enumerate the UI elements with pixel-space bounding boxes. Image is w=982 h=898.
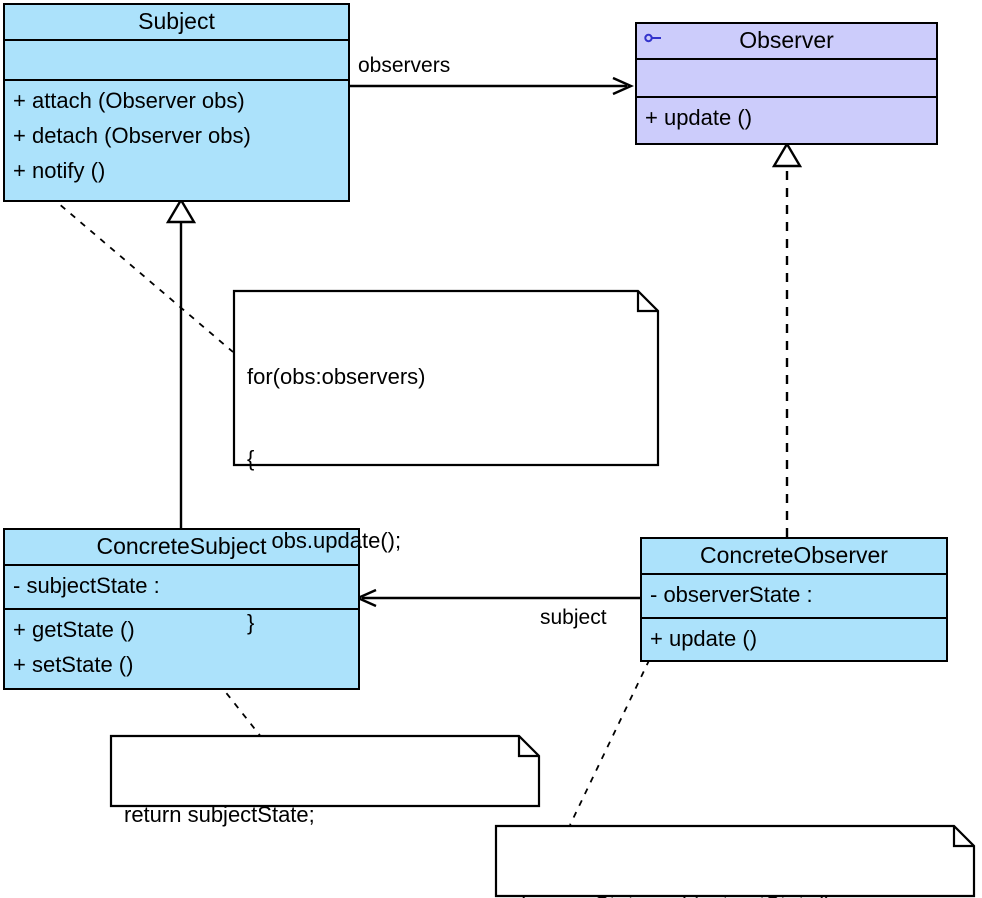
class-box-concreteobserver[interactable]: ConcreteObserver - observerState : + upd… bbox=[640, 537, 948, 662]
association-observers[interactable] bbox=[350, 76, 634, 96]
class-box-subject[interactable]: Subject + attach (Observer obs) + detach… bbox=[3, 3, 350, 202]
generalization-hollow-triangle bbox=[165, 197, 197, 224]
note-notify-text: for(obs:observers) { obs.update(); } bbox=[233, 290, 659, 686]
interface-lollipop-icon bbox=[644, 33, 661, 43]
class-box-observer[interactable]: Observer + update () bbox=[635, 22, 938, 145]
generalization-concretesubject-subject[interactable] bbox=[165, 197, 197, 528]
operations-compartment-concretesubject: + getState () + setState () bbox=[5, 610, 358, 687]
note-notify-line-3: obs.update(); bbox=[247, 528, 402, 553]
operation-update-concreteobserver[interactable]: + update () bbox=[650, 625, 758, 651]
note-getstate-line-1: return subjectState; bbox=[124, 802, 315, 827]
attributes-compartment-observer bbox=[637, 60, 936, 98]
attribute-observerstate[interactable]: - observerState : bbox=[650, 582, 813, 607]
note-update-text: observerState=subject.getState(); bbox=[495, 825, 975, 898]
operation-setstate[interactable]: + setState () bbox=[13, 651, 134, 677]
operation-update-observer[interactable]: + update () bbox=[645, 105, 753, 130]
class-name-concreteobserver: ConcreteObserver bbox=[642, 539, 946, 575]
class-name-observer: Observer bbox=[637, 24, 936, 60]
note-anchor-notify bbox=[30, 179, 234, 353]
note-update-body[interactable]: observerState=subject.getState(); bbox=[494, 824, 976, 898]
attributes-compartment-subject bbox=[5, 41, 348, 81]
note-getstate-text: return subjectState; bbox=[110, 735, 540, 873]
note-notify-line-1: for(obs:observers) bbox=[247, 364, 426, 389]
note-getstate-body[interactable]: return subjectState; bbox=[109, 734, 541, 827]
attributes-compartment-concretesubject: - subjectState : bbox=[5, 566, 358, 610]
realization-concreteobserver-observer[interactable] bbox=[771, 141, 803, 537]
class-box-concretesubject[interactable]: ConcreteSubject - subjectState : + getSt… bbox=[3, 528, 360, 690]
note-update-line-1: observerState=subject.getState(); bbox=[509, 891, 975, 898]
note-getstate-shape bbox=[109, 734, 541, 808]
note-notify-body[interactable]: for(obs:observers) { obs.update(); } bbox=[232, 289, 660, 635]
operations-compartment-subject: + attach (Observer obs) + detach (Observ… bbox=[5, 81, 348, 192]
class-name-observer-label: Observer bbox=[739, 27, 834, 53]
note-notify-line-2: { bbox=[247, 446, 255, 471]
attributes-compartment-concreteobserver: - observerState : bbox=[642, 575, 946, 619]
note-notify-shape bbox=[232, 289, 660, 467]
operation-attach[interactable]: + attach (Observer obs) bbox=[13, 88, 245, 113]
operation-getstate[interactable]: + getState () bbox=[13, 616, 135, 642]
realization-hollow-triangle bbox=[771, 141, 803, 168]
association-label-subject: subject bbox=[540, 606, 607, 629]
note-notify-line-4: } bbox=[247, 610, 255, 635]
operation-notify[interactable]: + notify () bbox=[13, 157, 106, 183]
association-label-observers: observers bbox=[358, 54, 451, 77]
operations-compartment-observer: + update () bbox=[637, 98, 936, 140]
class-name-subject: Subject bbox=[5, 5, 348, 41]
class-name-concretesubject: ConcreteSubject bbox=[5, 530, 358, 566]
operations-compartment-concreteobserver: + update () bbox=[642, 619, 946, 661]
attribute-subjectstate[interactable]: - subjectState : bbox=[13, 573, 160, 598]
association-observers-arrowhead bbox=[612, 76, 634, 96]
note-update-shape bbox=[494, 824, 976, 898]
operation-detach[interactable]: + detach (Observer obs) bbox=[13, 122, 251, 148]
